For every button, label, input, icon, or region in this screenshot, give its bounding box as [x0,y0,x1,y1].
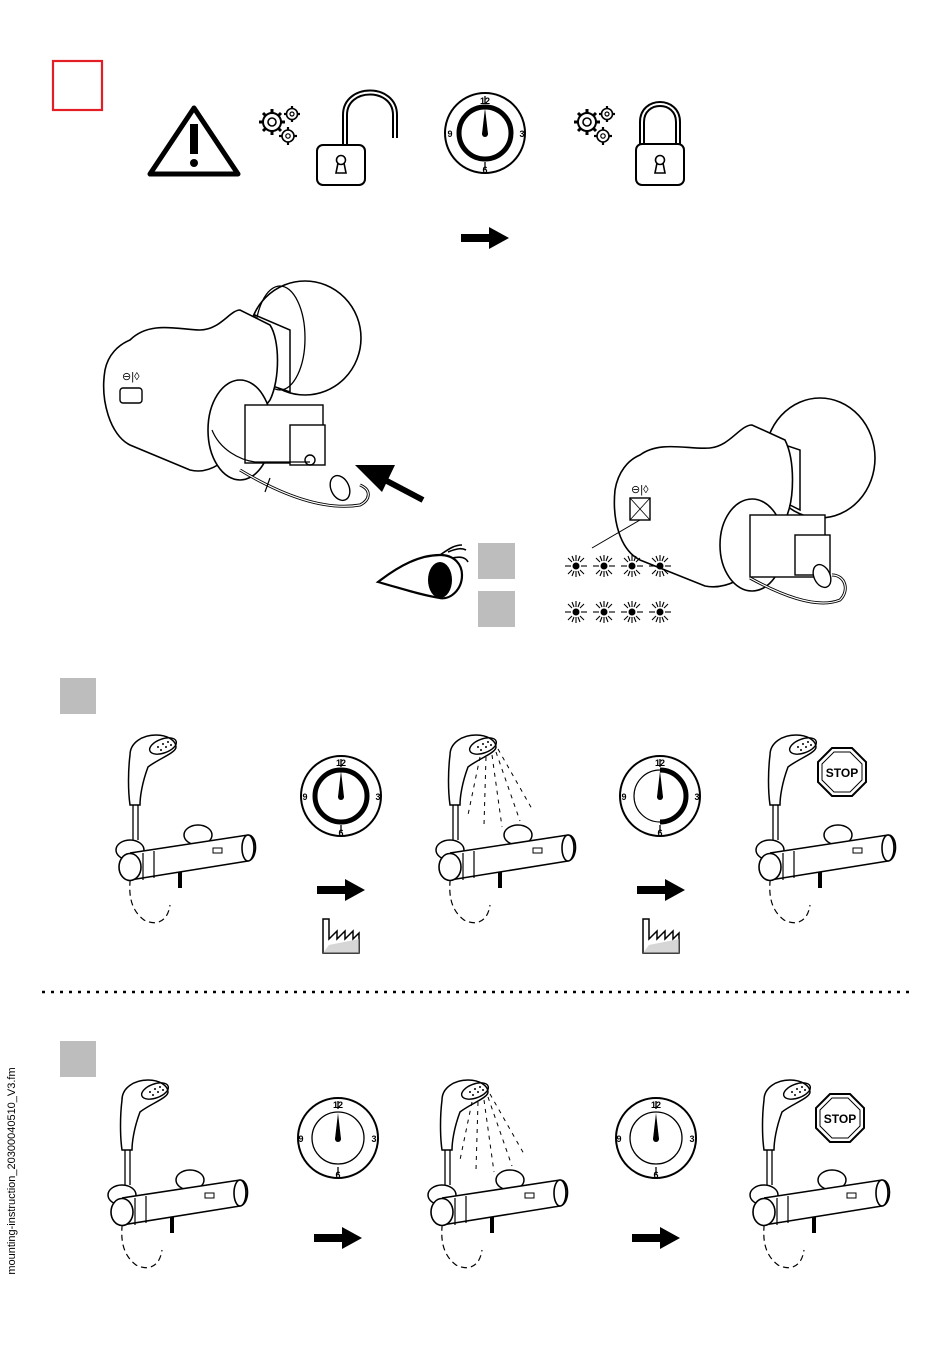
unlock-icon [317,93,395,186]
led-icon [565,555,587,577]
arrow-right-icon [314,1227,362,1249]
clock-icon: 12 3 6 9 [620,756,700,838]
led-icon [649,601,671,623]
clock-label-9: 9 [447,129,452,139]
arrow-right-icon [632,1227,680,1249]
clock-label-6: 6 [653,1170,658,1180]
warning-icon [150,108,238,174]
led-icon [649,555,671,577]
red-marker-square [53,61,102,110]
shower-illustration [428,1080,568,1268]
clock-label-6: 6 [482,165,487,175]
clock-label-3: 3 [519,129,524,139]
clock-icon: 12 3 6 9 [298,1098,378,1180]
stop-sign-icon: STOP [818,748,866,796]
clock-label-12: 12 [651,1100,661,1110]
clock-label-3: 3 [694,792,699,802]
clock-label-12: 12 [480,96,490,106]
factory-icon [323,919,359,953]
lock-icon [636,104,684,185]
svg-text:⊖|◊: ⊖|◊ [631,484,649,496]
clock-label-9: 9 [616,1134,621,1144]
arrow-right-icon [461,227,509,249]
led-icon [621,601,643,623]
shower-illustration [108,1080,248,1268]
stop-sign-icon: STOP [816,1094,864,1142]
gear-icon [574,106,615,145]
led-icon [593,601,615,623]
factory-icon [643,919,679,953]
clock-label-9: 9 [621,792,626,802]
clock-label-12: 12 [336,758,346,768]
gear-icon [259,106,300,145]
step-marker [60,1041,96,1077]
shower-illustration [436,735,576,923]
clock-label-6: 6 [657,828,662,838]
step-marker [478,591,515,627]
led-icon [565,601,587,623]
thermostat-illustration: ⊖|◊ [104,281,369,506]
svg-text:⊖|◊: ⊖|◊ [122,371,140,383]
led-icon [593,555,615,577]
clock-icon: 12 3 6 9 [616,1098,696,1180]
led-status-row [565,601,671,623]
clock-icon: 12 3 6 9 [445,93,525,175]
clock-label-3: 3 [689,1134,694,1144]
eye-icon [378,545,468,598]
insert-arrow-icon [355,465,423,500]
clock-label-12: 12 [655,758,665,768]
clock-label-3: 3 [371,1134,376,1144]
footer-filename: mounting-instruction_20300040510_V3.fm [6,1011,18,1331]
step-marker [478,543,515,579]
arrow-right-icon [637,879,685,901]
clock-label-3: 3 [375,792,380,802]
clock-label-6: 6 [338,828,343,838]
clock-label-9: 9 [298,1134,303,1144]
arrow-right-icon [317,879,365,901]
clock-label-9: 9 [302,792,307,802]
clock-icon: 12 3 6 9 [301,756,381,838]
shower-illustration [116,735,256,923]
step-marker [60,678,96,714]
clock-label-6: 6 [335,1170,340,1180]
stop-sign-label: STOP [826,766,858,780]
stop-sign-label: STOP [824,1112,856,1126]
clock-label-12: 12 [333,1100,343,1110]
led-icon [621,555,643,577]
